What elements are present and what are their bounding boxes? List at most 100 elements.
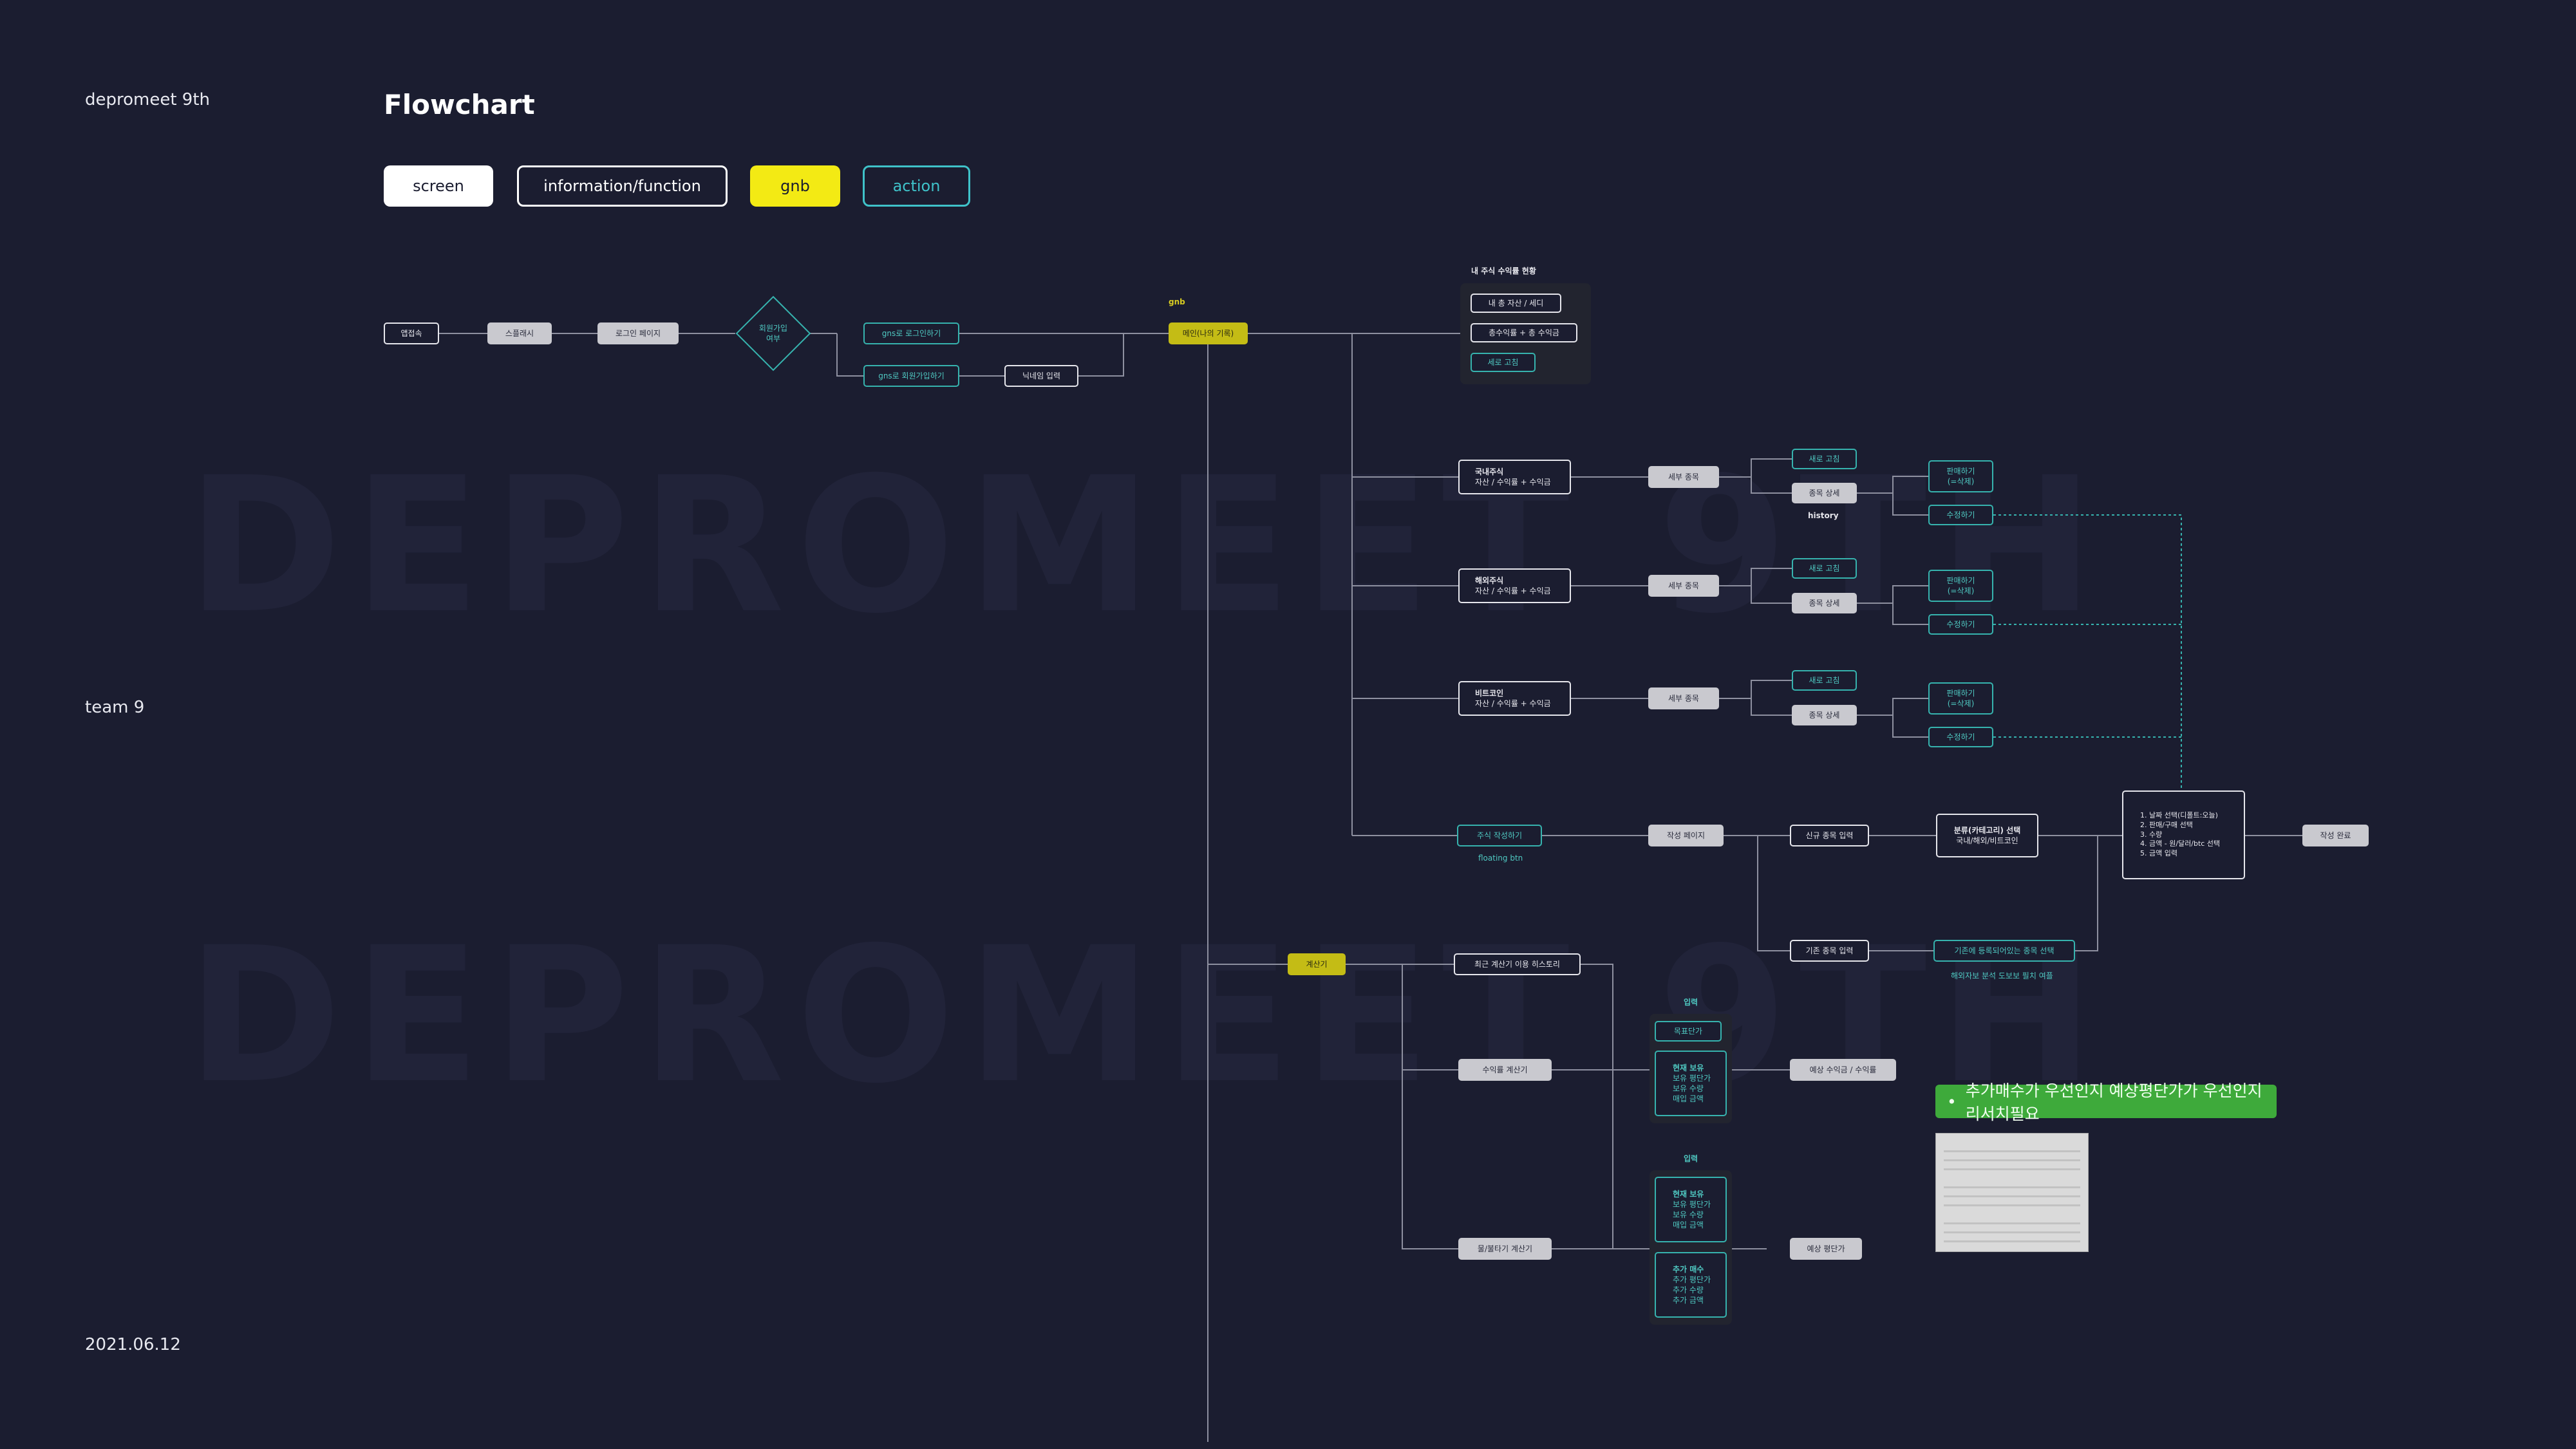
node-signup-check: 회원가입 여부 bbox=[740, 317, 806, 350]
node-total-return: 총수익률 + 총 수익금 bbox=[1471, 323, 1577, 342]
bitcoin-sell-line1: 판매하기 bbox=[1946, 688, 1975, 698]
node-domestic-edit: 수정하기 bbox=[1928, 505, 1993, 525]
node-foreign-sell: 판매하기 (=삭제) bbox=[1928, 570, 1993, 602]
node-registered-stock: 기존에 등록되어있는 종목 선택 bbox=[1933, 940, 2075, 962]
signup-check-line2: 여부 bbox=[766, 334, 781, 343]
node-foreign-refresh: 새로 고침 bbox=[1792, 558, 1857, 579]
node-bitcoin-sell: 판매하기 (=삭제) bbox=[1928, 682, 1993, 715]
signup-check-line1: 회원가입 bbox=[758, 323, 788, 333]
domestic-sell-line2: (=삭제) bbox=[1947, 477, 1975, 486]
calculator-screenshot-thumbnail bbox=[1935, 1133, 2089, 1252]
node-bitcoin-detail: 세부 종목 bbox=[1648, 687, 1719, 709]
step-1: 1. 날짜 선택(디폴트:오늘) bbox=[2140, 810, 2218, 819]
node-domestic: 국내주식 자산 / 수익률 + 수익금 bbox=[1458, 460, 1571, 494]
node-login-page: 로그인 페이지 bbox=[597, 323, 679, 344]
floating-btn-label: floating btn bbox=[1478, 854, 1523, 863]
research-note: • 추가매수가 우선인지 예상평단가가 우선인지 리서치필요 bbox=[1935, 1081, 2277, 1123]
registered-note: 해외자보 분석 도보보 필치 여플 bbox=[1951, 971, 2053, 980]
avg-hold-amount: 매입 금액 bbox=[1673, 1220, 1704, 1230]
domestic-sell-line1: 판매하기 bbox=[1946, 466, 1975, 476]
node-app-access: 앱접속 bbox=[384, 323, 439, 344]
node-write-stock: 주식 작성하기 bbox=[1457, 825, 1542, 846]
node-avg-calc: 물/불타기 계산기 bbox=[1458, 1238, 1552, 1260]
node-total-assets: 내 총 자산 / 세디 bbox=[1471, 294, 1561, 313]
profit-hold-amount: 매입 금액 bbox=[1673, 1094, 1704, 1104]
node-domestic-sell: 판매하기 (=삭제) bbox=[1928, 460, 1993, 492]
node-domestic-stock-detail: 종목 상세 bbox=[1792, 483, 1857, 503]
gnb-label: gnb bbox=[1169, 297, 1185, 306]
node-status-refresh: 세로 고침 bbox=[1471, 353, 1536, 372]
node-domestic-detail: 세부 종목 bbox=[1648, 466, 1719, 488]
avg-hold-avg: 보유 평단가 bbox=[1673, 1199, 1711, 1209]
foreign-title: 해외주식 bbox=[1475, 575, 1504, 585]
legend-gnb: gnb bbox=[750, 165, 840, 207]
step-5: 5. 금액 입력 bbox=[2140, 849, 2177, 858]
node-expected-profit: 예상 수익금 / 수익률 bbox=[1790, 1059, 1896, 1081]
node-domestic-refresh: 새로 고침 bbox=[1792, 449, 1857, 469]
add-buy-avg: 추가 평단가 bbox=[1673, 1275, 1711, 1284]
node-input-steps: 1. 날짜 선택(디폴트:오늘) 2. 판매/구매 선택 3. 수량 4. 금액… bbox=[2122, 790, 2245, 879]
domestic-title: 국내주식 bbox=[1475, 467, 1504, 476]
node-bitcoin-edit: 수정하기 bbox=[1928, 727, 1993, 747]
domestic-sub: 자산 / 수익률 + 수익금 bbox=[1475, 478, 1551, 487]
step-2: 2. 판매/구매 선택 bbox=[2140, 820, 2193, 829]
node-expected-avg: 예상 평단가 bbox=[1790, 1238, 1862, 1260]
node-foreign: 해외주식 자산 / 수익률 + 수익금 bbox=[1458, 568, 1571, 603]
node-login-gns: gns로 로그인하기 bbox=[863, 323, 959, 344]
step-3: 3. 수량 bbox=[2140, 830, 2163, 839]
foreign-sub: 자산 / 수익률 + 수익금 bbox=[1475, 586, 1551, 595]
research-note-text: 추가매수가 우선인지 예상평단가가 우선인지 리서치필요 bbox=[1965, 1081, 2262, 1123]
node-bitcoin-stock-detail: 종목 상세 bbox=[1792, 705, 1857, 725]
category-sub: 국내/해외/비트코인 bbox=[1956, 836, 2018, 845]
node-profit-current-hold: 현재 보유 보유 평단가 보유 수량 매입 금액 bbox=[1655, 1051, 1727, 1116]
note-bullet-icon: • bbox=[1947, 1092, 1957, 1111]
signup-decision-diamond bbox=[735, 295, 811, 371]
add-buy-qty: 추가 수량 bbox=[1673, 1285, 1704, 1295]
node-write-done: 작성 완료 bbox=[2302, 825, 2369, 846]
add-buy-amount: 추가 금액 bbox=[1673, 1296, 1704, 1305]
avg-hold-title: 현재 보유 bbox=[1673, 1189, 1704, 1199]
bitcoin-sub: 자산 / 수익률 + 수익금 bbox=[1475, 699, 1551, 708]
avg-hold-qty: 보유 수량 bbox=[1673, 1210, 1704, 1219]
node-target-price: 목표단가 bbox=[1655, 1021, 1722, 1042]
node-signup-gns: gns로 회원가입하기 bbox=[863, 365, 959, 387]
node-write-page: 작성 페이지 bbox=[1648, 825, 1724, 846]
status-title: 내 주식 수익률 현황 bbox=[1471, 266, 1536, 276]
node-main-gnb: 메인(나의 기록) bbox=[1169, 323, 1248, 344]
date-label: 2021.06.12 bbox=[85, 1335, 181, 1354]
node-splash: 스플래시 bbox=[487, 323, 552, 344]
watermark-bottom: DEPROMEET 9TH bbox=[187, 908, 2107, 1125]
history-label: history bbox=[1808, 511, 1839, 520]
node-profit-calc: 수익률 계산기 bbox=[1458, 1059, 1552, 1081]
node-foreign-edit: 수정하기 bbox=[1928, 614, 1993, 635]
bitcoin-sell-line2: (=삭제) bbox=[1947, 699, 1975, 708]
node-new-stock-input: 신규 종목 입력 bbox=[1790, 825, 1869, 846]
legend-screen: screen bbox=[384, 165, 493, 207]
node-nickname: 닉네임 입력 bbox=[1004, 365, 1078, 387]
node-bitcoin: 비트코인 자산 / 수익률 + 수익금 bbox=[1458, 681, 1571, 716]
step-4: 4. 금액 - 원/달러/btc 선택 bbox=[2140, 839, 2221, 848]
bitcoin-title: 비트코인 bbox=[1475, 688, 1504, 698]
legend-action: action bbox=[863, 165, 970, 207]
profit-input-label: 입력 bbox=[1684, 998, 1698, 1007]
node-existing-stock-input: 기존 종목 입력 bbox=[1790, 940, 1869, 962]
team-label: team 9 bbox=[85, 698, 145, 717]
brand-label: depromeet 9th bbox=[85, 90, 211, 109]
node-bitcoin-refresh: 새로 고침 bbox=[1792, 670, 1857, 691]
node-foreign-stock-detail: 종목 상세 bbox=[1792, 593, 1857, 613]
page-title: Flowchart bbox=[384, 89, 535, 120]
profit-hold-qty: 보유 수량 bbox=[1673, 1084, 1704, 1093]
profit-hold-title: 현재 보유 bbox=[1673, 1063, 1704, 1072]
category-title: 분류(카테고리) 선택 bbox=[1953, 825, 2021, 835]
foreign-sell-line2: (=삭제) bbox=[1947, 586, 1975, 595]
watermark-top: DEPROMEET 9TH bbox=[187, 438, 2107, 655]
add-buy-title: 추가 매수 bbox=[1673, 1264, 1704, 1274]
foreign-sell-line1: 판매하기 bbox=[1946, 575, 1975, 585]
avg-input-label: 입력 bbox=[1684, 1154, 1698, 1163]
node-avg-current-hold: 현재 보유 보유 평단가 보유 수량 매입 금액 bbox=[1655, 1177, 1727, 1242]
legend-information-function: information/function bbox=[517, 165, 728, 207]
node-calculator-gnb: 계산기 bbox=[1288, 953, 1346, 975]
profit-hold-avg: 보유 평단가 bbox=[1673, 1073, 1711, 1083]
node-calc-history: 최근 계산기 이용 히스토리 bbox=[1454, 953, 1581, 975]
